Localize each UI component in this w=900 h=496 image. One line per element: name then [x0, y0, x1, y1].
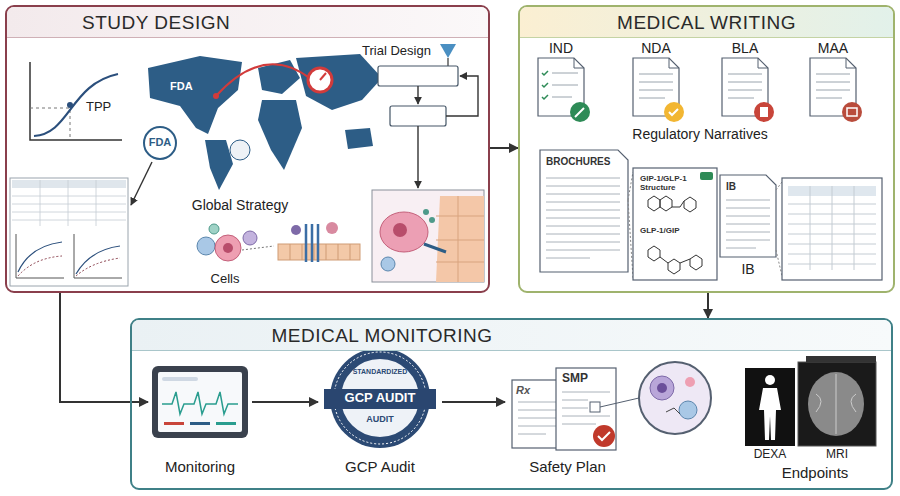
caption-label: Global Strategy	[175, 197, 305, 213]
flow-arrow	[707, 293, 709, 318]
node-text: GCP Audit	[318, 458, 442, 475]
node-text: MEDICAL WRITING	[520, 12, 893, 34]
node-text: AUDIT	[350, 414, 410, 424]
node-text: MEDICAL MONITORING	[232, 325, 532, 347]
chart-label: TPP	[86, 100, 116, 115]
scan-label: MRI	[798, 448, 876, 462]
caption-label: Regulatory Narratives	[600, 126, 800, 142]
document-heading: GIP-1/GLP-1 Structure	[640, 174, 700, 192]
safety-plan-step: SMP Safety Plan	[505, 362, 630, 480]
agency-circle: FDA	[143, 126, 177, 160]
node-text: FDA	[145, 136, 175, 149]
document-heading: BROCHURES	[546, 156, 622, 168]
audit-seal: STANDARDIZED GCP AUDIT AUDIT GCP Audit	[318, 344, 442, 480]
document-heading: IB	[726, 181, 762, 193]
section-panel: MEDICAL MONITORING Monitoring STANDARDIZED…	[130, 318, 893, 490]
prescription-mark: Rx	[516, 384, 540, 397]
monitoring-step: Monitoring	[148, 362, 252, 480]
caption-label: Cells	[200, 272, 250, 287]
header-band	[7, 7, 488, 38]
caption-label: Trial Design	[362, 44, 438, 59]
document-text: GLP-1/GIP	[640, 226, 704, 235]
node-text: GCP AUDIT	[318, 391, 442, 406]
node-text: Safety Plan	[505, 458, 630, 475]
document-label: NDA	[631, 40, 681, 56]
flow-arrow	[442, 401, 505, 403]
document-label: IB	[728, 261, 768, 277]
document-label: IND	[536, 40, 586, 56]
map-label: FDA	[170, 80, 200, 93]
caption-label: Endpoints	[755, 464, 875, 481]
scan-label: DEXA	[745, 448, 795, 462]
document-label: MAA	[808, 40, 858, 56]
node-text: STANDARDIZED	[348, 368, 412, 376]
node-text: STUDY DESIGN	[82, 12, 262, 34]
document-label: BLA	[720, 40, 770, 56]
node-text: Monitoring	[148, 458, 252, 475]
header-band	[132, 320, 891, 351]
flow-arrow	[252, 401, 318, 403]
flow-arrow	[490, 147, 518, 149]
node-text: SMP	[562, 372, 612, 386]
